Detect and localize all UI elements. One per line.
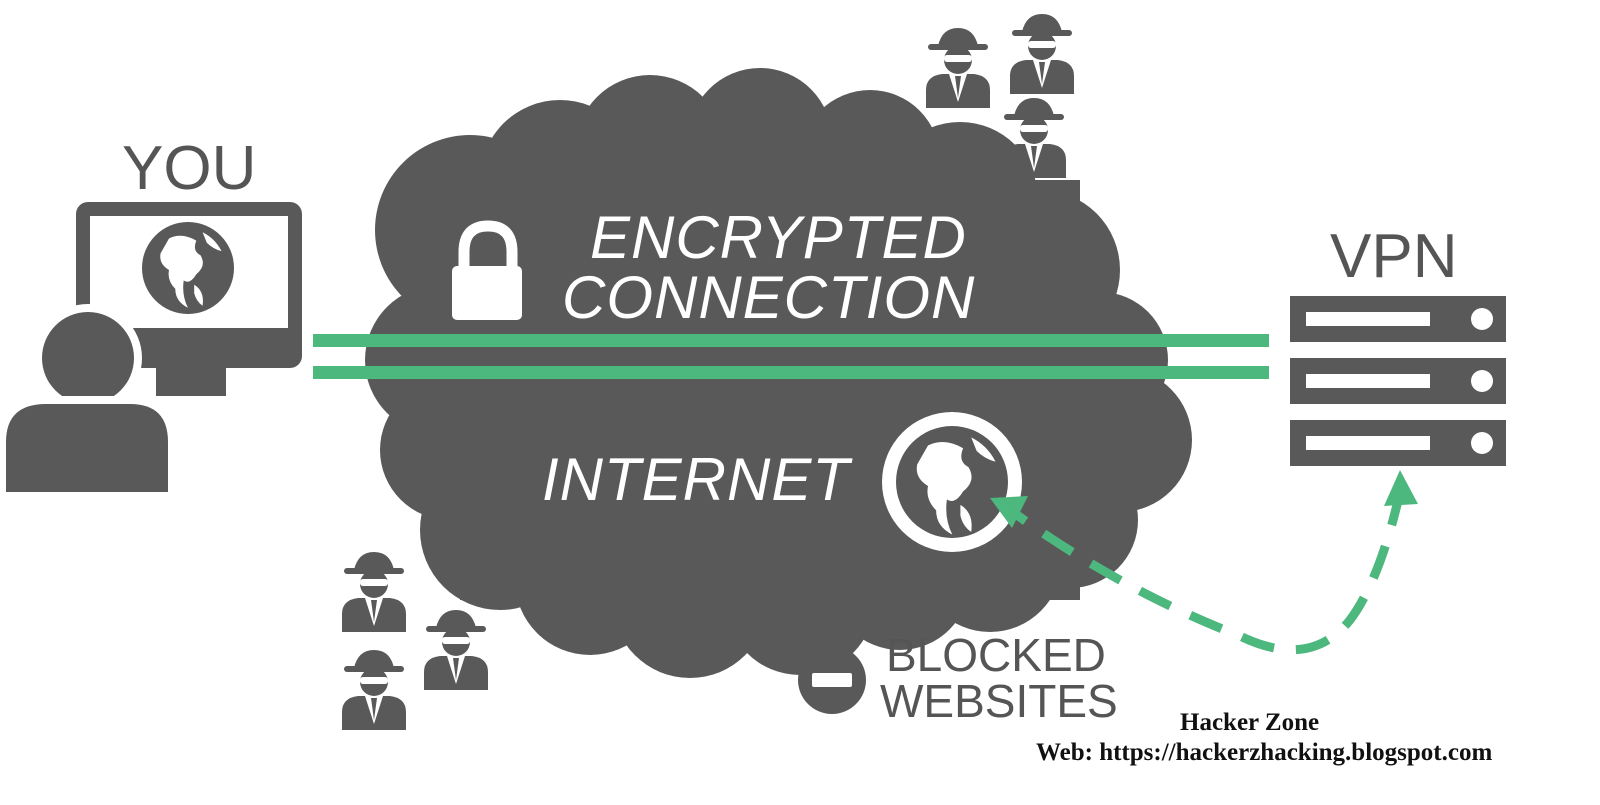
encrypted-label-line2: CONNECTION xyxy=(562,264,976,331)
vpn-route-arrow xyxy=(990,470,1418,655)
credit-web: Web: https://hackerzhacking.blogspot.com xyxy=(1036,739,1493,766)
blocked-icon xyxy=(798,646,866,714)
globe-icon xyxy=(142,222,234,314)
encrypted-label-line1: ENCRYPTED xyxy=(590,204,967,271)
internet-label: INTERNET xyxy=(542,446,850,513)
server-icon xyxy=(1290,296,1506,466)
spy-icon xyxy=(926,28,990,108)
internet-cloud xyxy=(365,68,1192,678)
encrypted-tunnel xyxy=(313,334,1269,379)
credit-name: Hacker Zone xyxy=(1180,709,1320,736)
lock-icon xyxy=(452,220,522,320)
user-icon xyxy=(0,304,176,494)
blocked-label-line2: WEBSITES xyxy=(880,675,1118,727)
spy-icon xyxy=(1002,98,1066,178)
spy-icon xyxy=(342,650,406,730)
spy-icon xyxy=(424,610,488,690)
blocked-label-line1: BLOCKED xyxy=(886,629,1106,681)
vpn-label: VPN xyxy=(1330,222,1458,291)
spy-icon xyxy=(1010,14,1074,94)
you-label: YOU xyxy=(122,134,257,203)
spy-icon xyxy=(342,552,406,632)
internet-globe-icon xyxy=(882,412,1022,552)
